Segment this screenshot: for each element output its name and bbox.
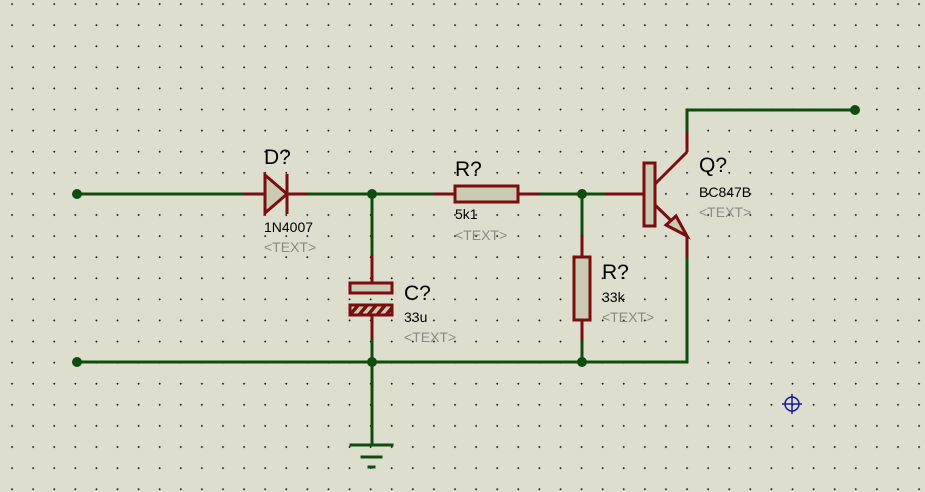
- capacitor-value-label[interactable]: 33u: [404, 309, 428, 325]
- output-terminal[interactable]: [850, 105, 860, 115]
- input-terminal-top[interactable]: [72, 189, 82, 199]
- diode-ref-label[interactable]: D?: [264, 146, 291, 169]
- transistor-npn-symbol[interactable]: [605, 132, 691, 257]
- crosshair-cursor-icon: [782, 394, 802, 414]
- transistor-value-label[interactable]: BC847B: [699, 184, 752, 200]
- junction-r2-bottom: [577, 357, 587, 367]
- diode-text-label[interactable]: <TEXT>: [264, 239, 317, 255]
- resistor-shunt-text-label[interactable]: <TEXT>: [602, 309, 655, 325]
- diode-symbol[interactable]: [244, 171, 308, 217]
- resistor-series-text-label[interactable]: <TEXT>: [455, 227, 508, 243]
- junction-cap-bottom: [367, 357, 377, 367]
- diode-value-label[interactable]: 1N4007: [264, 219, 314, 235]
- transistor-text-label[interactable]: <TEXT>: [699, 204, 752, 220]
- capacitor-symbol[interactable]: [348, 255, 394, 340]
- input-terminal-bottom[interactable]: [72, 357, 82, 367]
- junction-r2-top: [577, 189, 587, 199]
- capacitor-text-label[interactable]: <TEXT>: [404, 329, 457, 345]
- junction-cap-top: [367, 189, 377, 199]
- resistor-shunt-ref-label[interactable]: R?: [602, 261, 629, 284]
- ground-symbol[interactable]: [349, 443, 394, 469]
- capacitor-ref-label[interactable]: C?: [404, 282, 431, 305]
- resistor-series-value-label[interactable]: 5k1: [455, 206, 478, 222]
- resistor-series-ref-label[interactable]: R?: [455, 158, 482, 181]
- transistor-ref-label[interactable]: Q?: [699, 154, 728, 177]
- resistor-shunt-value-label[interactable]: 33k: [602, 289, 625, 305]
- resistor-series-symbol[interactable]: [433, 184, 540, 204]
- wire-collector-output[interactable]: [685, 108, 857, 134]
- resistor-shunt-symbol[interactable]: [572, 235, 592, 340]
